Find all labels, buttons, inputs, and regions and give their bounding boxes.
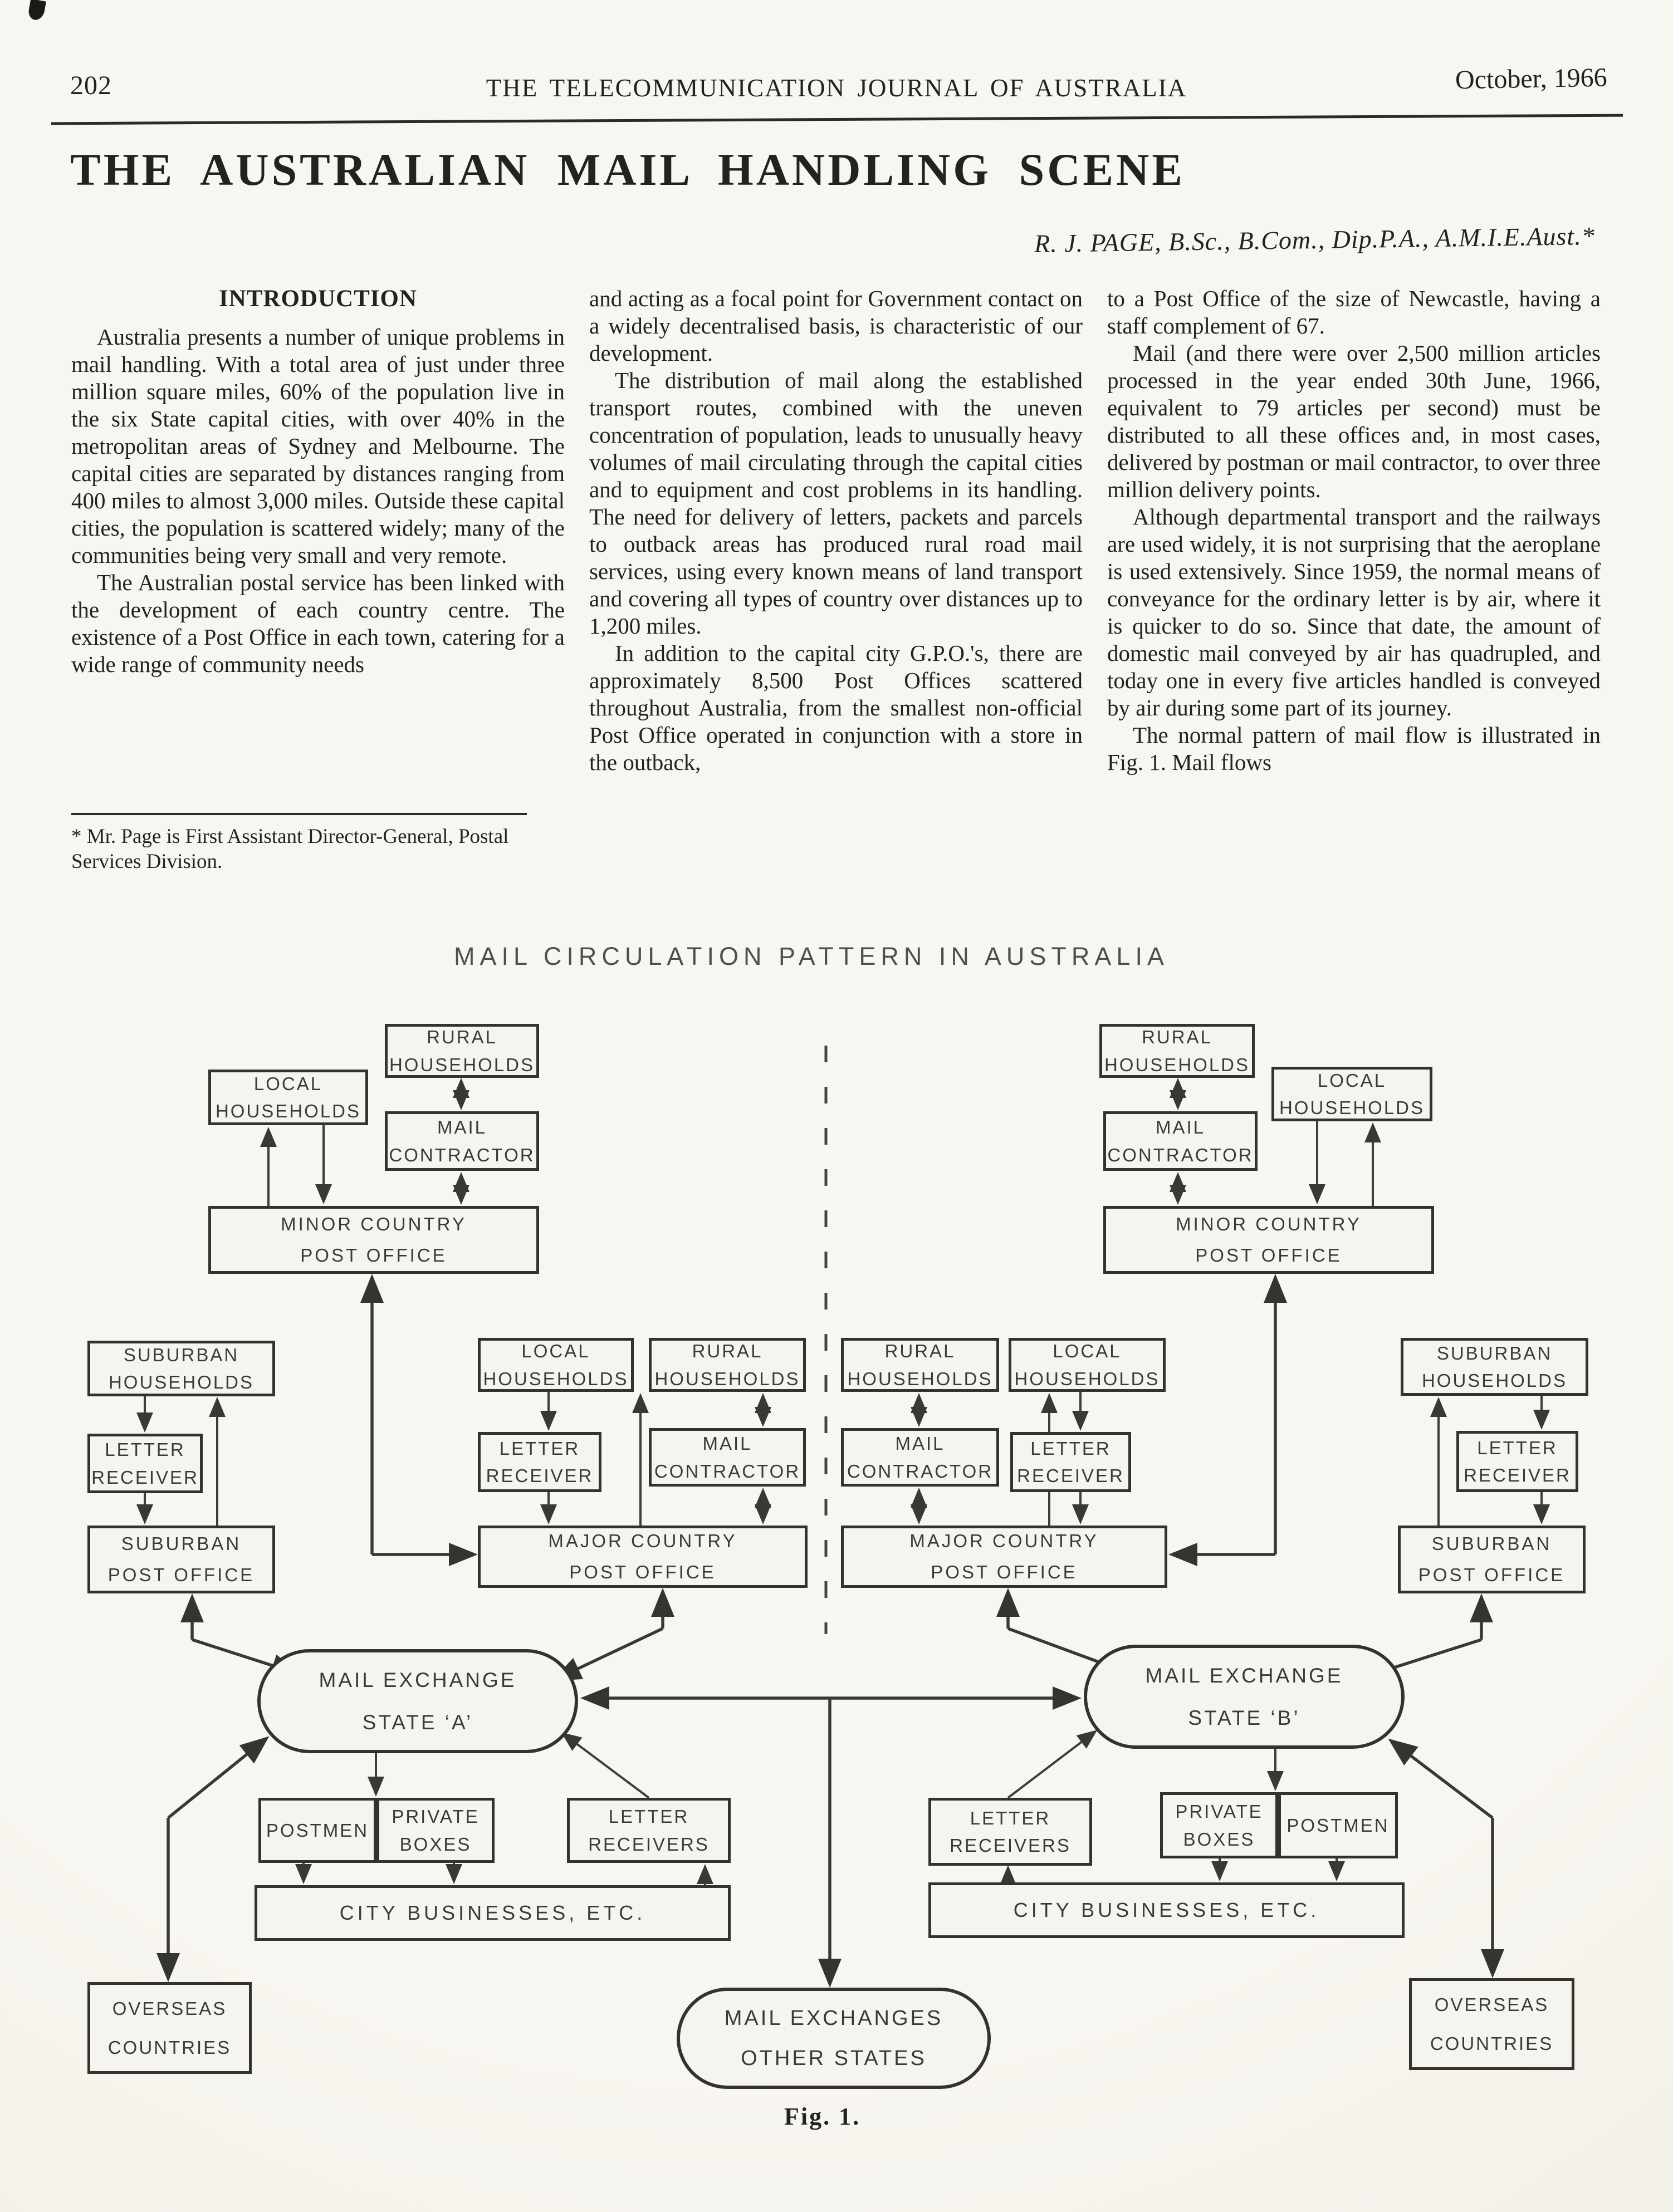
column-2: and acting as a focal point for Governme… <box>589 285 1083 776</box>
column-1: INTRODUCTION Australia presents a number… <box>71 285 565 678</box>
node-minor-country-post-office-a: MINOR COUNTRY POST OFFICE <box>208 1206 539 1274</box>
node-rural-households-b-mid: RURAL HOUSEHOLDS <box>841 1338 999 1392</box>
node-rural-households-a-mid: RURAL HOUSEHOLDS <box>649 1338 806 1392</box>
node-letter-receiver-suburban-b: LETTER RECEIVER <box>1456 1431 1578 1492</box>
node-mail-exchanges-other-states: MAIL EXCHANGES OTHER STATES <box>677 1988 991 2089</box>
footnote: * Mr. Page is First Assistant Director-G… <box>71 813 565 874</box>
footnote-text: * Mr. Page is First Assistant Director-G… <box>71 825 509 873</box>
node-local-households-b-mid: LOCAL HOUSEHOLDS <box>1009 1338 1166 1392</box>
paragraph: The normal pattern of mail flow is illus… <box>1107 722 1601 775</box>
footnote-rule <box>71 813 527 815</box>
node-suburban-households-b: SUBURBAN HOUSEHOLDS <box>1401 1338 1588 1396</box>
node-major-country-post-office-a: MAJOR COUNTRY POST OFFICE <box>478 1526 808 1588</box>
node-suburban-post-office-b: SUBURBAN POST OFFICE <box>1398 1526 1586 1593</box>
figure-caption: Fig. 1. <box>784 2103 861 2130</box>
paragraph: Mail (and there were over 2,500 million … <box>1107 340 1601 502</box>
paragraph: Australia presents a number of unique pr… <box>71 324 565 568</box>
node-postmen-b: POSTMEN <box>1278 1792 1398 1858</box>
column-3: to a Post Office of the size of Newcastl… <box>1107 285 1601 776</box>
article-title: THE AUSTRALIAN MAIL HANDLING SCENE <box>70 144 1186 195</box>
node-letter-receiver-b-mid: LETTER RECEIVER <box>1010 1432 1131 1492</box>
major-flow-arrows <box>156 1274 1504 1988</box>
node-mail-contractor-a-top: MAIL CONTRACTOR <box>385 1111 539 1171</box>
node-city-businesses-b: CITY BUSINESSES, ETC. <box>928 1882 1405 1938</box>
node-private-boxes-b: PRIVATE BOXES <box>1160 1792 1278 1858</box>
node-overseas-countries-a: OVERSEAS COUNTRIES <box>87 1982 252 2074</box>
node-letter-receiver-suburban-a: LETTER RECEIVER <box>87 1434 203 1493</box>
node-rural-households-a-top: RURAL HOUSEHOLDS <box>385 1024 539 1078</box>
node-mail-exchange-state-b: MAIL EXCHANGE STATE ‘B’ <box>1084 1645 1405 1749</box>
paragraph: and acting as a focal point for Governme… <box>589 286 1083 366</box>
section-heading-introduction: INTRODUCTION <box>218 286 418 312</box>
node-mail-contractor-a-mid: MAIL CONTRACTOR <box>649 1428 806 1487</box>
node-letter-receiver-a-mid: LETTER RECEIVER <box>478 1432 601 1492</box>
node-minor-country-post-office-b: MINOR COUNTRY POST OFFICE <box>1103 1206 1434 1274</box>
paragraph: The distribution of mail along the estab… <box>589 367 1083 639</box>
paragraph: to a Post Office of the size of Newcastl… <box>1107 286 1601 339</box>
node-suburban-post-office-a: SUBURBAN POST OFFICE <box>87 1526 275 1593</box>
figure-title: MAIL CIRCULATION PATTERN IN AUSTRALIA <box>454 942 1169 970</box>
paragraph: In addition to the capital city G.P.O.'s… <box>589 640 1083 775</box>
node-major-country-post-office-b: MAJOR COUNTRY POST OFFICE <box>841 1526 1167 1588</box>
node-postmen-a: POSTMEN <box>258 1798 376 1863</box>
paragraph: Although departmental transport and the … <box>1107 504 1601 720</box>
node-rural-households-b-top: RURAL HOUSEHOLDS <box>1099 1024 1255 1078</box>
node-letter-receivers-a: LETTER RECEIVERS <box>567 1798 731 1863</box>
node-local-households-b-top: LOCAL HOUSEHOLDS <box>1271 1067 1432 1121</box>
node-mail-exchange-state-a: MAIL EXCHANGE STATE ‘A’ <box>257 1649 578 1753</box>
node-mail-contractor-b-top: MAIL CONTRACTOR <box>1103 1111 1258 1171</box>
node-local-households-a-top: LOCAL HOUSEHOLDS <box>208 1070 368 1125</box>
node-local-households-a-mid: LOCAL HOUSEHOLDS <box>478 1338 634 1392</box>
node-overseas-countries-b: OVERSEAS COUNTRIES <box>1409 1978 1574 2070</box>
node-letter-receivers-b: LETTER RECEIVERS <box>928 1798 1092 1866</box>
page-number: 202 <box>70 71 112 100</box>
paragraph: The Australian postal service has been l… <box>71 570 565 677</box>
node-city-businesses-a: CITY BUSINESSES, ETC. <box>255 1885 731 1941</box>
node-suburban-households-a: SUBURBAN HOUSEHOLDS <box>87 1341 275 1396</box>
journal-title: THE TELECOMMUNICATION JOURNAL OF AUSTRAL… <box>486 74 1187 102</box>
node-mail-contractor-b-mid: MAIL CONTRACTOR <box>841 1428 999 1487</box>
node-private-boxes-a: PRIVATE BOXES <box>376 1798 495 1863</box>
